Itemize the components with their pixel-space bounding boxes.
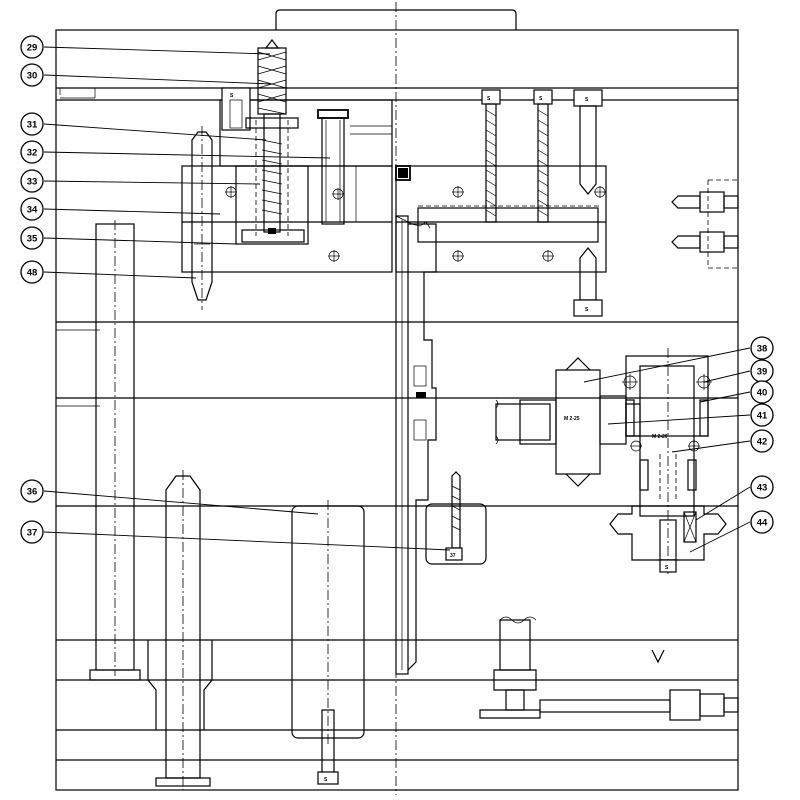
callout-29: 29 [20,35,44,59]
svg-text:S: S [487,96,491,102]
lifter-assembly: S M 2-25 M 2-20 [495,348,727,576]
center-core-column: S [291,500,365,785]
callout-39-label: 39 [757,367,768,378]
callout-31-label: 31 [27,120,38,131]
callout-35-label: 35 [27,234,38,245]
callout-33: 33 [20,169,44,193]
callout-38: 38 [750,336,774,360]
svg-text:S: S [230,93,234,99]
callout-32-label: 32 [27,148,38,159]
svg-text:S: S [585,307,589,313]
callout-39: 39 [750,359,774,383]
callout-31: 31 [20,112,44,136]
mold-frame [55,9,739,791]
callout-32: 32 [20,140,44,164]
callout-29-label: 29 [27,43,38,54]
upper-left-block: S [181,87,393,273]
callout-44: 44 [750,510,774,534]
svg-text:M 2-25: M 2-25 [564,416,580,422]
callout-43-label: 43 [757,483,768,494]
callout-33-label: 33 [27,177,38,188]
svg-text:37: 37 [450,553,456,559]
callout-42: 42 [750,429,774,453]
callout-38-label: 38 [757,344,768,355]
svg-text:M 2-20: M 2-20 [652,434,668,440]
callout-48: 48 [20,260,44,284]
callout-48-label: 48 [27,268,38,279]
spring-screw-stack [241,39,305,243]
svg-text:S: S [665,565,669,571]
callout-40-label: 40 [757,388,768,399]
callout-34: 34 [20,197,44,221]
callout-36-label: 36 [27,487,38,498]
left-support-pillar [89,220,141,681]
svg-text:S: S [585,97,589,103]
callout-43: 43 [750,475,774,499]
callout-34-label: 34 [27,205,38,216]
svg-text:S: S [324,777,328,783]
callout-40: 40 [750,380,774,404]
callout-30: 30 [20,63,44,87]
callout-42-label: 42 [757,437,768,448]
ejector-return-pin [147,470,213,790]
left-guide-pin [191,126,213,310]
small-core-insert: 37 [425,471,487,565]
svg-text:S: S [539,96,543,102]
callout-41: 41 [750,403,774,427]
callout-leaders [43,46,751,553]
bottom-right-fitting [479,616,739,721]
upper-right-block: S S S S [395,89,607,317]
callout-37: 37 [20,520,44,544]
callout-30-label: 30 [27,71,38,82]
callout-37-label: 37 [27,528,38,539]
cooling-connectors [671,179,739,269]
callout-44-label: 44 [757,518,768,529]
callout-41-label: 41 [757,411,768,422]
callout-35: 35 [20,226,44,250]
callout-36: 36 [20,479,44,503]
